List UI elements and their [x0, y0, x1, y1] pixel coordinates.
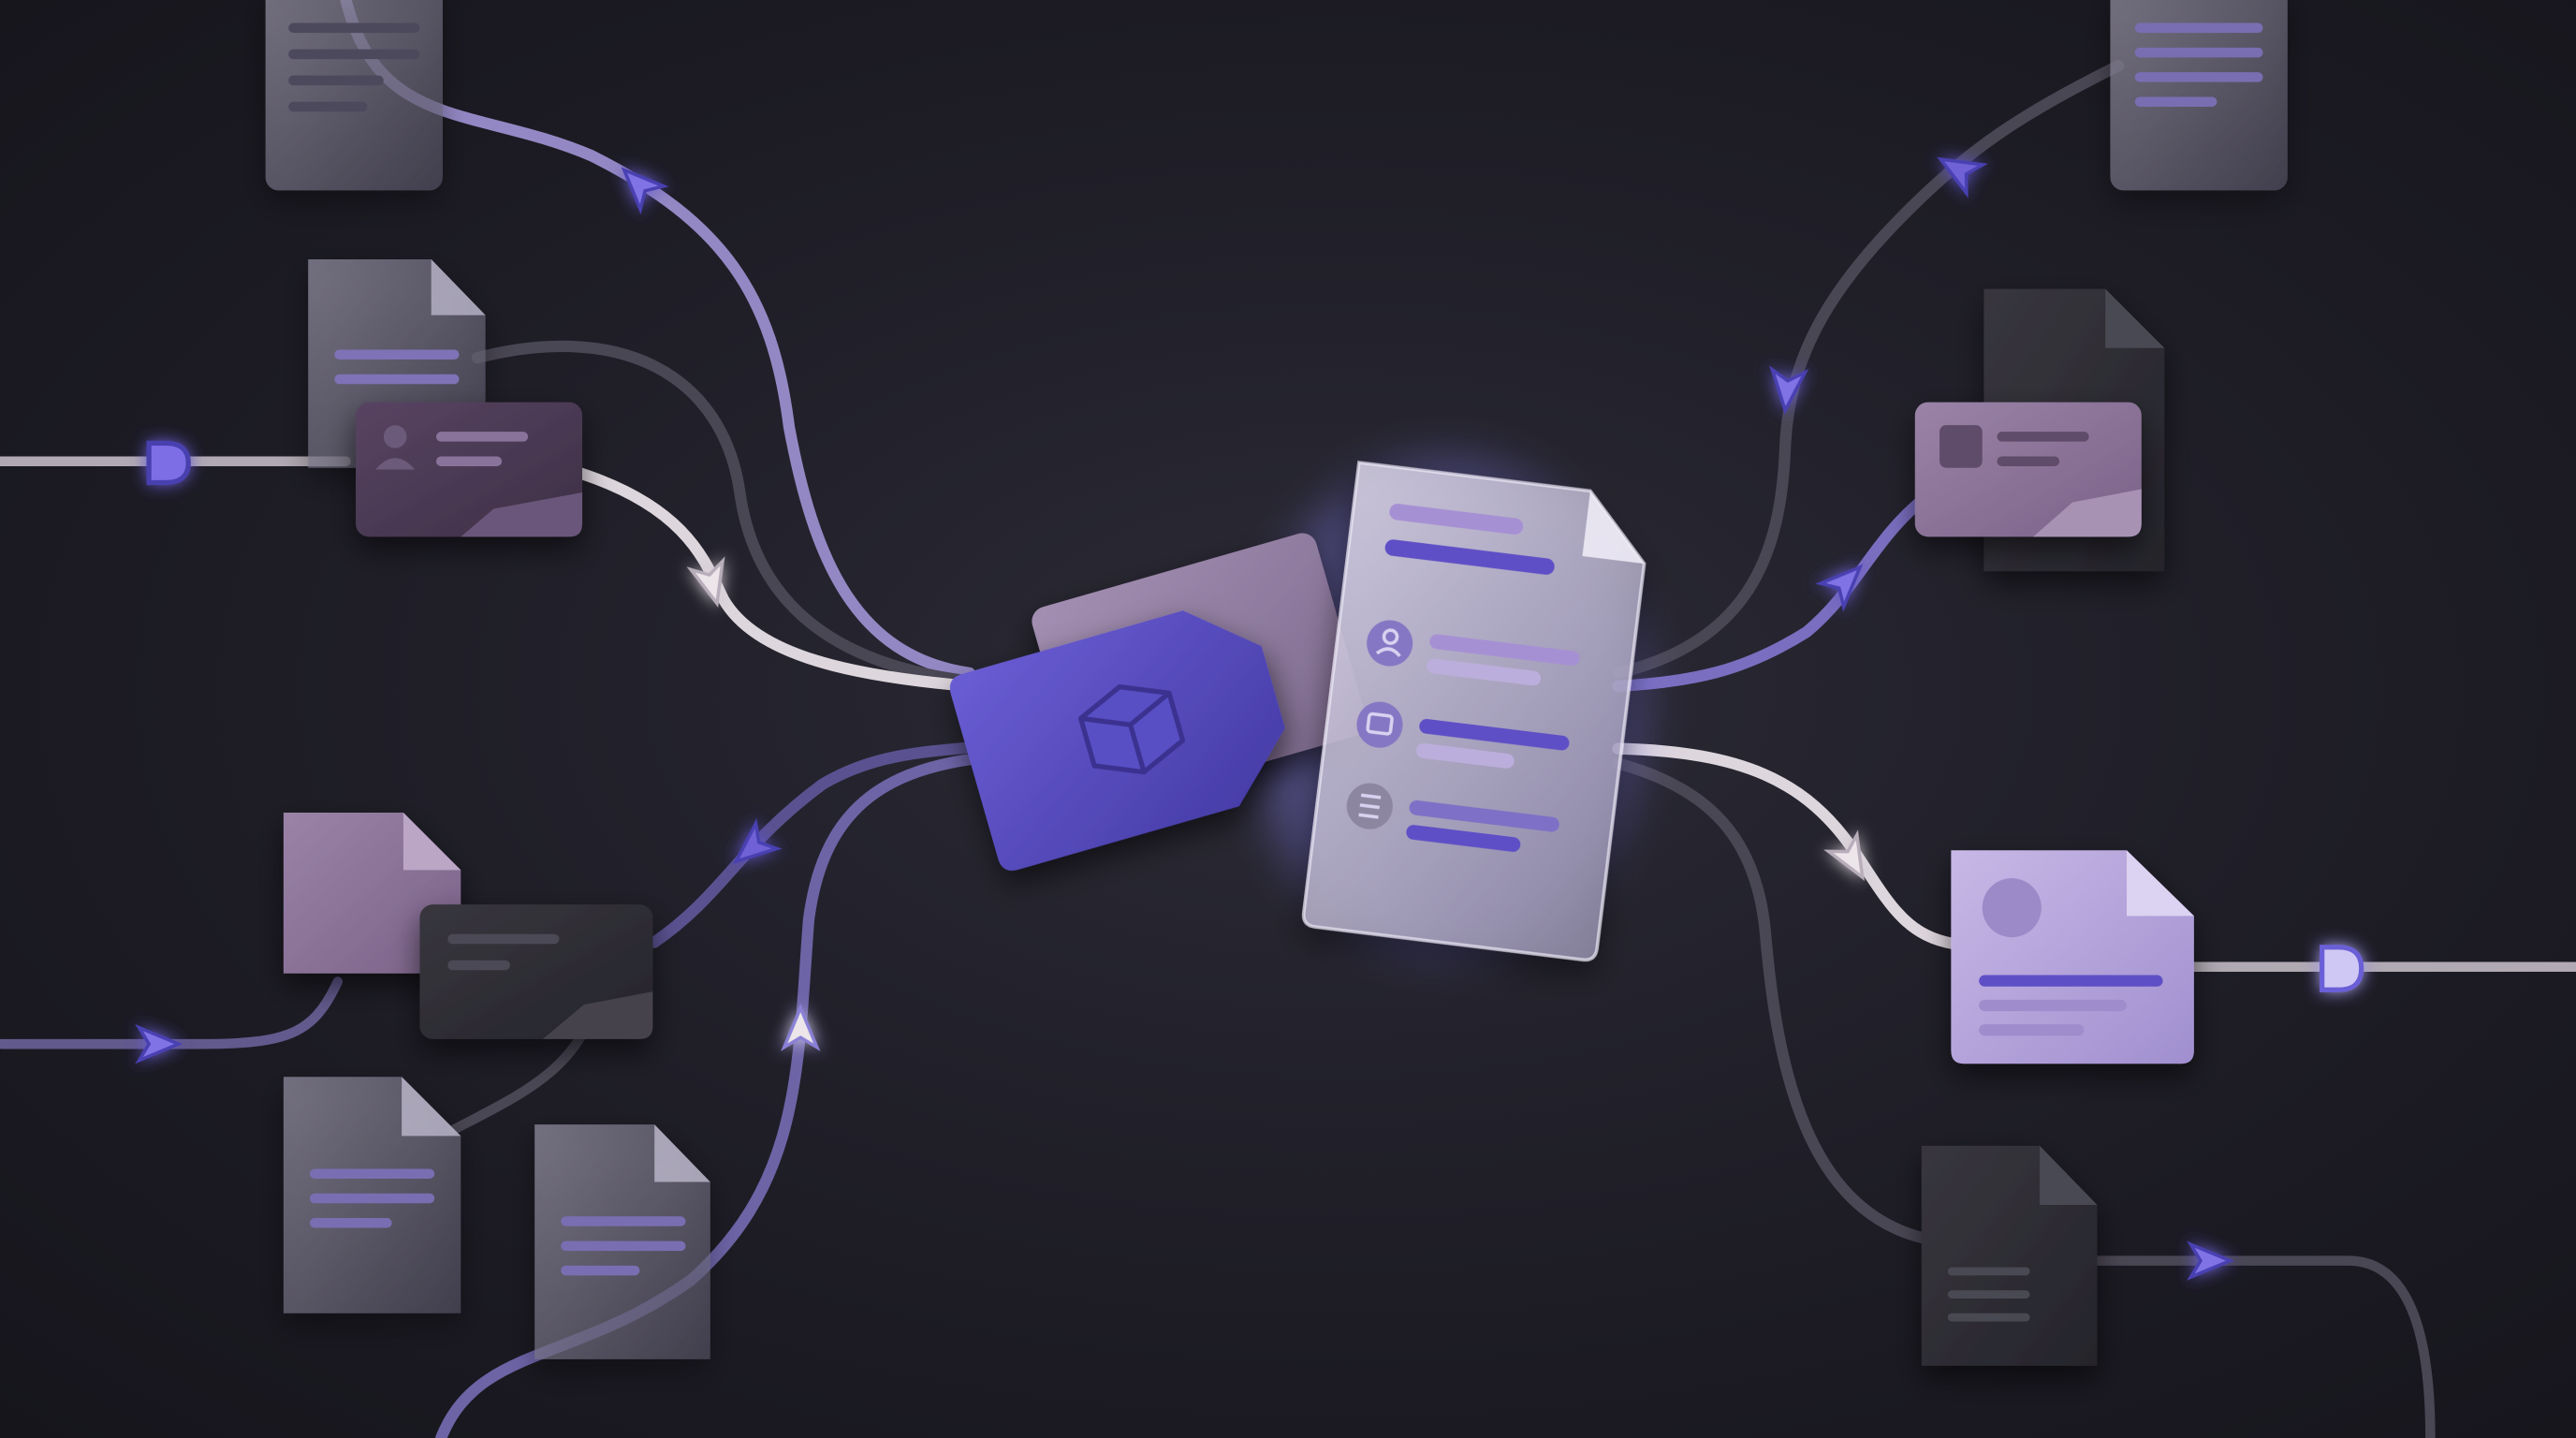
contact-card-icon	[1914, 402, 2142, 537]
document-icon	[534, 1124, 710, 1359]
contact-card-icon	[419, 904, 653, 1039]
endpoint-node-icon	[146, 440, 191, 486]
endpoint-node-icon	[2320, 945, 2364, 992]
flow-line	[573, 466, 975, 693]
flow-line	[1612, 757, 1936, 1245]
arrow-icon	[781, 1004, 821, 1051]
flow-line	[1612, 742, 1961, 950]
list-icon	[1346, 783, 1393, 829]
document-icon	[283, 812, 461, 974]
arrow-icon	[686, 556, 725, 608]
document-icon	[1951, 850, 2194, 1064]
hub-front-card	[949, 610, 1285, 871]
arrow-icon	[621, 167, 669, 215]
flow-line	[1612, 60, 2125, 680]
flow-line	[435, 752, 984, 1438]
document-icon	[2110, 0, 2288, 191]
image-placeholder-icon	[1939, 425, 1983, 468]
document-icon	[283, 1077, 461, 1313]
hub-document	[1301, 461, 1647, 961]
arrow-icon	[1815, 564, 1864, 612]
document-icon	[265, 0, 443, 191]
right-document-stack	[1914, 0, 2288, 1366]
arrow-icon	[1937, 156, 1988, 198]
arrow-icon	[1823, 829, 1865, 881]
contact-card-icon	[356, 402, 583, 537]
left-document-stack	[265, 0, 710, 1359]
flow-line	[1612, 494, 1927, 693]
flow-line	[2088, 1255, 2436, 1438]
arrow-icon	[1769, 365, 1809, 415]
flow-markers	[135, 156, 2364, 1281]
flow-line	[0, 976, 344, 1049]
cube-icon	[1077, 684, 1186, 775]
chat-icon	[1356, 701, 1403, 748]
arrow-icon	[2187, 1240, 2235, 1281]
arrow-icon	[733, 818, 783, 864]
arrow-icon	[135, 1023, 183, 1064]
flow-line	[471, 340, 975, 687]
document-icon	[1921, 1145, 2098, 1366]
flow-line	[649, 741, 984, 948]
person-icon	[1367, 620, 1413, 667]
central-hub	[949, 459, 1647, 961]
